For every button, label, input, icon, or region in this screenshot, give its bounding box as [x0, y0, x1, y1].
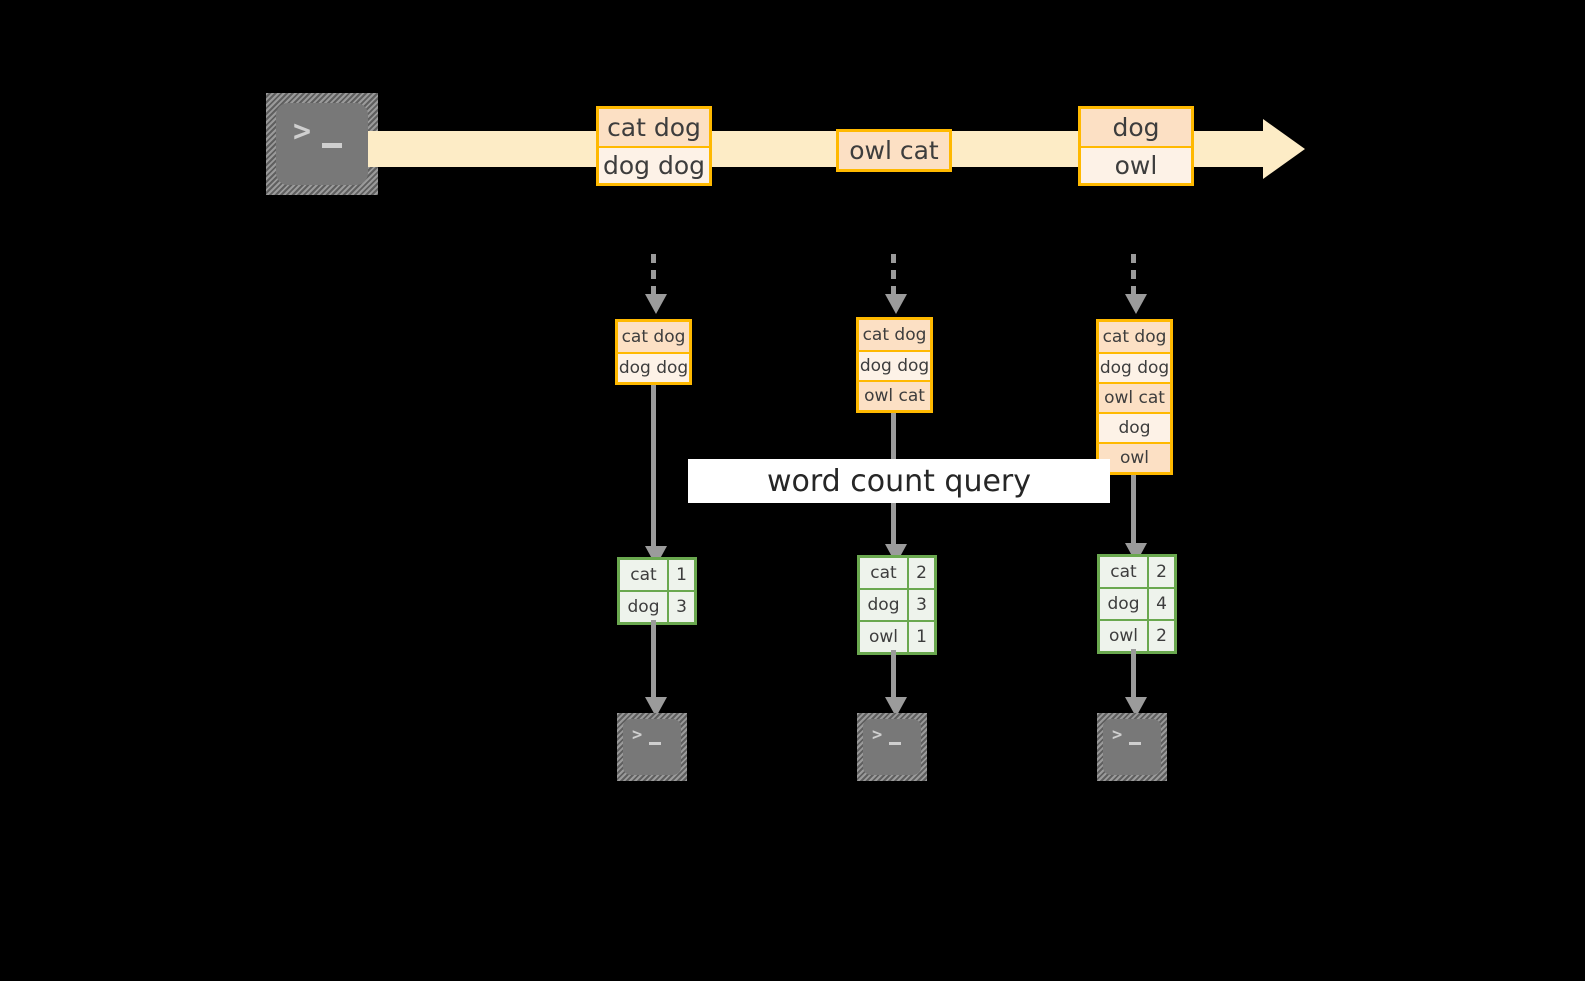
result-3[interactable]: cat 2 dog 4 owl 2 — [1097, 554, 1177, 654]
stream-event-group-2[interactable]: owl cat — [836, 129, 952, 172]
stream-event-row: dog — [1081, 109, 1191, 146]
snapshot-3[interactable]: cat dog dog dog owl cat dog owl — [1096, 319, 1173, 475]
stream-event-row: dog dog — [599, 146, 709, 183]
snapshot-row: owl — [1099, 442, 1170, 472]
result-row: cat 2 — [1100, 557, 1174, 587]
snapshot-row: dog — [1099, 412, 1170, 442]
terminal-screen: > — [276, 103, 368, 185]
result-to-sink-line-3 — [1131, 649, 1136, 699]
stream-event-row: owl cat — [839, 132, 949, 169]
result-count-cell: 3 — [907, 590, 934, 620]
result-word-cell: cat — [860, 558, 907, 588]
terminal-screen: > — [863, 719, 921, 775]
stream-to-snapshot-dashed-line-2 — [891, 254, 896, 294]
stream-to-snapshot-arrowhead-3 — [1125, 294, 1147, 314]
result-row: dog 4 — [1100, 587, 1174, 619]
result-word-cell: owl — [1100, 621, 1147, 651]
snapshot-to-result-line-3 — [1131, 475, 1136, 553]
source-terminal-icon: > — [266, 93, 378, 195]
terminal-cursor-glyph — [889, 742, 901, 745]
stream-to-snapshot-dashed-line-1 — [651, 254, 656, 294]
snapshot-row: owl cat — [1099, 382, 1170, 412]
snapshot-row: cat dog — [1099, 322, 1170, 352]
snapshot-row: owl cat — [859, 380, 930, 410]
result-word-cell: dog — [860, 590, 907, 620]
result-row: owl 2 — [1100, 619, 1174, 651]
result-row: owl 1 — [860, 620, 934, 652]
result-word-cell: cat — [620, 560, 667, 590]
terminal-cursor-glyph — [322, 143, 342, 148]
stream-event-row: owl — [1081, 146, 1191, 183]
terminal-prompt-glyph: > — [872, 725, 883, 745]
terminal-cursor-glyph — [1129, 742, 1141, 745]
result-count-cell: 1 — [667, 560, 694, 590]
result-row: cat 1 — [620, 560, 694, 590]
result-to-sink-arrowhead-3 — [1125, 697, 1147, 717]
terminal-prompt-glyph: > — [293, 114, 312, 149]
result-count-cell: 2 — [1147, 557, 1174, 587]
terminal-screen: > — [1103, 719, 1161, 775]
result-row: dog 3 — [620, 590, 694, 622]
snapshot-row: dog dog — [618, 352, 689, 382]
query-label: word count query — [688, 459, 1110, 503]
stream-to-snapshot-arrowhead-2 — [885, 294, 907, 314]
snapshot-row: cat dog — [859, 320, 930, 350]
stream-event-group-1[interactable]: cat dog dog dog — [596, 106, 712, 186]
result-word-cell: dog — [1100, 589, 1147, 619]
snapshot-to-result-line-1 — [651, 385, 656, 553]
terminal-cursor-glyph — [649, 742, 661, 745]
result-count-cell: 3 — [667, 592, 694, 622]
sink-terminal-2-icon: > — [857, 713, 927, 781]
terminal-screen: > — [623, 719, 681, 775]
snapshot-row: dog dog — [1099, 352, 1170, 382]
result-to-sink-arrowhead-1 — [645, 697, 667, 717]
stream-arrow-head-icon — [1263, 119, 1305, 179]
snapshot-1[interactable]: cat dog dog dog — [615, 319, 692, 385]
snapshot-row: dog dog — [859, 350, 930, 380]
snapshot-row: cat dog — [618, 322, 689, 352]
sink-terminal-3-icon: > — [1097, 713, 1167, 781]
stream-to-snapshot-arrowhead-1 — [645, 294, 667, 314]
result-1[interactable]: cat 1 dog 3 — [617, 557, 697, 625]
query-label-text: word count query — [766, 463, 1032, 499]
terminal-prompt-glyph: > — [632, 725, 643, 745]
result-to-sink-arrowhead-2 — [885, 697, 907, 717]
snapshot-2[interactable]: cat dog dog dog owl cat — [856, 317, 933, 413]
result-count-cell: 2 — [907, 558, 934, 588]
result-row: cat 2 — [860, 558, 934, 588]
result-count-cell: 2 — [1147, 621, 1174, 651]
result-2[interactable]: cat 2 dog 3 owl 1 — [857, 555, 937, 655]
result-word-cell: dog — [620, 592, 667, 622]
result-count-cell: 4 — [1147, 589, 1174, 619]
stream-event-group-3[interactable]: dog owl — [1078, 106, 1194, 186]
result-word-cell: cat — [1100, 557, 1147, 587]
result-to-sink-line-1 — [651, 620, 656, 699]
result-count-cell: 1 — [907, 622, 934, 652]
stream-event-row: cat dog — [599, 109, 709, 146]
result-row: dog 3 — [860, 588, 934, 620]
stream-to-snapshot-dashed-line-3 — [1131, 254, 1136, 294]
result-word-cell: owl — [860, 622, 907, 652]
terminal-prompt-glyph: > — [1112, 725, 1123, 745]
sink-terminal-1-icon: > — [617, 713, 687, 781]
result-to-sink-line-2 — [891, 650, 896, 699]
